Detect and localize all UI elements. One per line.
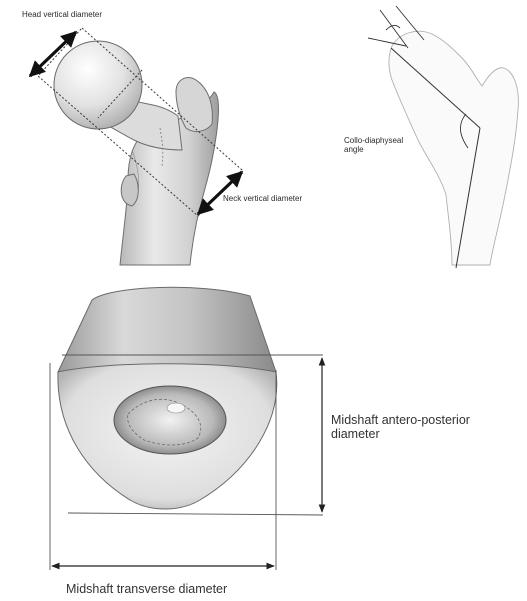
head-vertical-diameter-label: Head vertical diameter xyxy=(22,10,102,19)
midshaft-cross-section-illustration xyxy=(58,287,277,509)
proximal-femur-illustration xyxy=(54,41,218,265)
collo-diaphyseal-angle-label: Collo-diaphyseal angle xyxy=(344,136,424,154)
neck-vertical-diameter-label: Neck vertical diameter xyxy=(223,194,302,203)
midshaft-transverse-diameter-label: Midshaft transverse diameter xyxy=(66,582,227,596)
midshaft-antero-posterior-diameter-label: Midshaft antero-posterior diameter xyxy=(331,413,511,442)
